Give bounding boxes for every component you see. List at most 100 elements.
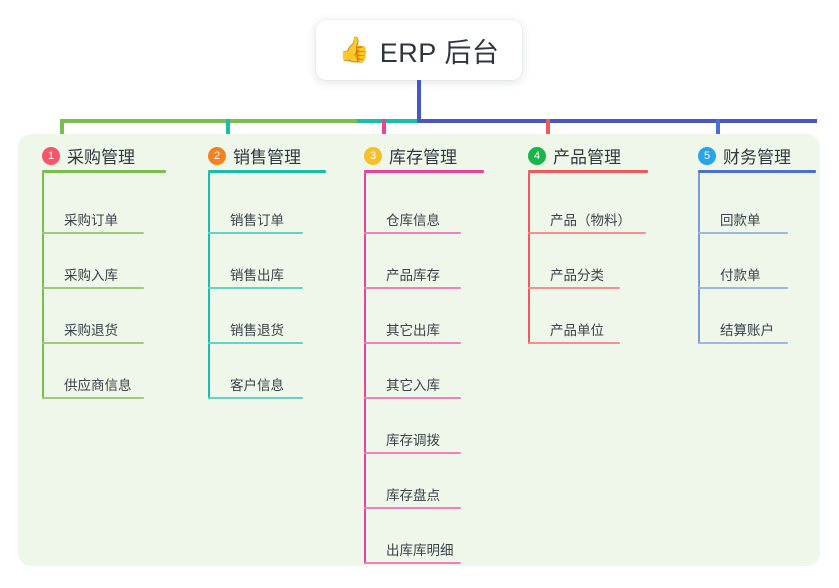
category-header-sales[interactable]: 2 销售管理 — [208, 143, 301, 168]
category-column-product: 4 产品管理产品（物料） 产品分类产品单位 — [528, 134, 652, 566]
category-number-badge: 4 — [528, 146, 546, 165]
leaf-item-rule — [698, 287, 788, 289]
leaf-item-label: 库存盘点 — [386, 488, 440, 503]
category-title: 采购管理 — [67, 148, 135, 167]
leaf-item-label: 供应商信息 — [64, 378, 132, 393]
category-header-product[interactable]: 4 产品管理 — [528, 143, 621, 168]
leaf-item[interactable]: 采购退货 — [42, 298, 170, 344]
category-header-rule — [698, 170, 816, 173]
leaf-item-label: 采购退货 — [64, 323, 118, 338]
category-header-rule — [208, 170, 326, 173]
leaf-item[interactable]: 仓库信息 — [364, 188, 486, 234]
category-columns: 1 采购管理采购订单采购入库采购退货供应商信息 2 销售管理销售订单销售出库销售退货客… — [18, 134, 820, 566]
leaf-item-rule — [364, 287, 461, 289]
bus-teal-segment — [357, 119, 417, 123]
leaf-item[interactable]: 客户信息 — [208, 353, 328, 399]
category-column-purchase: 1 采购管理采购订单采购入库采购退货供应商信息 — [42, 134, 170, 566]
leaf-item[interactable]: 产品单位 — [528, 298, 652, 344]
category-spine — [364, 173, 366, 564]
leaf-item[interactable]: 结算账户 — [698, 298, 818, 344]
leaf-item-label: 仓库信息 — [386, 213, 440, 228]
category-title: 库存管理 — [389, 148, 457, 167]
leaf-item[interactable]: 付款单 — [698, 243, 818, 289]
leaf-item-rule — [364, 507, 461, 509]
category-header-inventory[interactable]: 3 库存管理 — [364, 143, 457, 168]
category-title: 产品管理 — [553, 148, 621, 167]
leaf-item-rule — [528, 232, 646, 234]
category-header-finance[interactable]: 5 财务管理 — [698, 143, 791, 168]
leaf-item[interactable]: 库存盘点 — [364, 463, 486, 509]
category-number-badge: 2 — [208, 146, 226, 165]
leaf-item-rule — [528, 342, 620, 344]
leaf-item-label: 销售订单 — [230, 213, 284, 228]
leaf-item[interactable]: 销售订单 — [208, 188, 328, 234]
leaf-item-rule — [528, 287, 620, 289]
leaf-item-label: 采购入库 — [64, 268, 118, 283]
leaf-item-rule — [364, 452, 461, 454]
leaf-item-rule — [364, 232, 461, 234]
leaf-item-rule — [698, 342, 788, 344]
leaf-item-label: 销售出库 — [230, 268, 284, 283]
leaf-item[interactable]: 产品分类 — [528, 243, 652, 289]
category-spine — [528, 173, 530, 344]
category-header-rule — [364, 170, 484, 173]
leaf-item-label: 产品分类 — [550, 268, 604, 283]
leaf-item[interactable]: 采购入库 — [42, 243, 170, 289]
root-node-card[interactable]: 👍 ERP 后台 — [316, 20, 522, 80]
category-spine — [698, 173, 700, 344]
category-column-inventory: 3 库存管理仓库信息产品库存其它出库其它入库库存调拨库存盘点出库库明细 — [364, 134, 486, 566]
leaf-item[interactable]: 采购订单 — [42, 188, 170, 234]
leaf-item-label: 销售退货 — [230, 323, 284, 338]
leaf-item-label: 产品（物料） — [550, 213, 631, 228]
leaf-item-rule — [698, 232, 788, 234]
leaf-item-rule — [42, 232, 144, 234]
leaf-item[interactable]: 其它入库 — [364, 353, 486, 399]
categories-panel: 1 采购管理采购订单采购入库采购退货供应商信息 2 销售管理销售订单销售出库销售退货客… — [18, 134, 820, 566]
trunk-connector — [417, 80, 421, 121]
leaf-item-label: 出库库明细 — [386, 543, 454, 558]
leaf-item[interactable]: 销售出库 — [208, 243, 328, 289]
thumbs-up-icon: 👍 — [338, 35, 370, 64]
category-title: 财务管理 — [723, 148, 791, 167]
leaf-item-label: 产品库存 — [386, 268, 440, 283]
bus-indigo-segment — [417, 119, 817, 123]
leaf-item-rule — [208, 232, 303, 234]
leaf-item-rule — [42, 287, 144, 289]
leaf-item-rule — [364, 397, 461, 399]
category-title: 销售管理 — [233, 148, 301, 167]
bus-green-segment — [60, 119, 357, 123]
leaf-item-rule — [208, 287, 303, 289]
leaf-item-rule — [208, 397, 303, 399]
category-number-badge: 3 — [364, 146, 382, 165]
leaf-item-rule — [364, 342, 461, 344]
leaf-item-label: 产品单位 — [550, 323, 604, 338]
root-node-title: ERP 后台 — [379, 37, 500, 68]
leaf-item[interactable]: 销售退货 — [208, 298, 328, 344]
category-header-purchase[interactable]: 1 采购管理 — [42, 143, 135, 168]
leaf-item[interactable]: 出库库明细 — [364, 518, 486, 564]
leaf-item-label: 库存调拨 — [386, 433, 440, 448]
leaf-item-label: 其它入库 — [386, 378, 440, 393]
leaf-item-label: 回款单 — [720, 213, 761, 228]
leaf-item[interactable]: 产品（物料） — [528, 188, 652, 234]
leaf-item[interactable]: 产品库存 — [364, 243, 486, 289]
category-number-badge: 5 — [698, 146, 716, 165]
leaf-item-rule — [208, 342, 303, 344]
leaf-item-rule — [42, 397, 144, 399]
leaf-item-rule — [364, 562, 461, 564]
leaf-item[interactable]: 供应商信息 — [42, 353, 170, 399]
category-number-badge: 1 — [42, 146, 60, 165]
leaf-item[interactable]: 其它出库 — [364, 298, 486, 344]
category-column-finance: 5 财务管理回款单付款单结算账户 — [698, 134, 818, 566]
category-spine — [208, 173, 210, 399]
leaf-item-label: 其它出库 — [386, 323, 440, 338]
leaf-item-label: 客户信息 — [230, 378, 284, 393]
category-column-sales: 2 销售管理销售订单销售出库销售退货客户信息 — [208, 134, 328, 566]
leaf-item-rule — [42, 342, 144, 344]
leaf-item-label: 采购订单 — [64, 213, 118, 228]
leaf-item[interactable]: 库存调拨 — [364, 408, 486, 454]
leaf-item[interactable]: 回款单 — [698, 188, 818, 234]
category-header-rule — [42, 170, 166, 173]
category-spine — [42, 173, 44, 399]
